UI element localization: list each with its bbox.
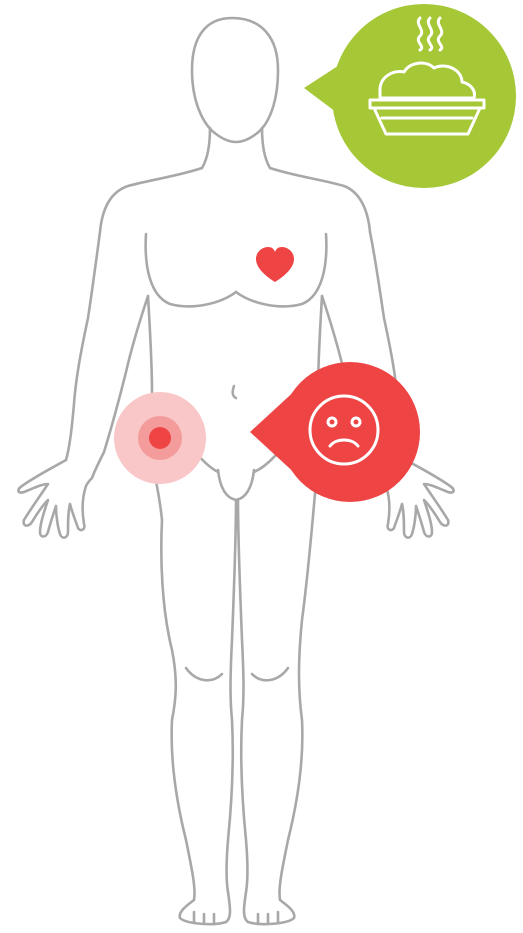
left-arm-outer [66,232,100,460]
left-leg-outer [161,520,230,924]
left-shoulder [100,168,202,232]
navel [233,386,236,398]
sad-bubble [250,362,420,502]
pain-dot [149,427,171,449]
food-bubble-pointer [304,62,344,118]
food-bubble-circle [332,4,516,188]
right-shoulder [270,168,370,232]
left-knee [186,668,222,680]
right-foot-toes [258,912,278,924]
left-pec [146,234,236,306]
neck-left [202,128,210,168]
sad-bubble-pointer [250,386,300,478]
pain-target-icon [114,392,206,484]
right-leg-inner [238,500,248,892]
right-leg-outer [244,462,318,924]
heart-icon [256,247,294,282]
neck-right [262,128,270,168]
head-outline [192,18,278,142]
sad-bubble-circle [280,362,420,502]
food-bubble [304,4,516,188]
groin [218,470,254,500]
left-leg-inner [227,500,237,892]
left-hand [18,460,92,538]
right-knee [252,668,288,680]
